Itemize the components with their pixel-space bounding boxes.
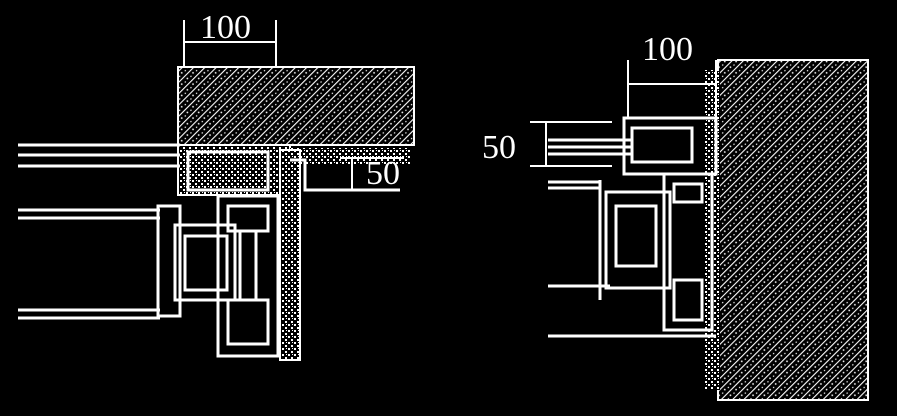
left-wall-strip [279,149,301,361]
right-dim-top-label: 100 [642,31,693,68]
left-ceiling-strip [290,148,410,164]
left-glazing-lines [18,143,180,320]
right-dim-100 [627,60,717,118]
left-dim-100 [183,20,277,67]
right-detail: 100 50 [482,31,869,401]
right-dim-side-label: 50 [482,129,516,166]
right-dim-50 [530,121,612,167]
left-detail: 100 50 [18,9,415,361]
right-window-frame [598,116,718,332]
left-dim-50 [340,157,404,190]
right-glazing-lines [548,138,716,338]
left-window-frame [156,150,280,358]
left-dim-side-label: 50 [366,155,400,192]
left-concrete-slab [177,66,415,146]
left-dim-top-label: 100 [200,9,251,46]
right-concrete-wall [717,59,869,401]
